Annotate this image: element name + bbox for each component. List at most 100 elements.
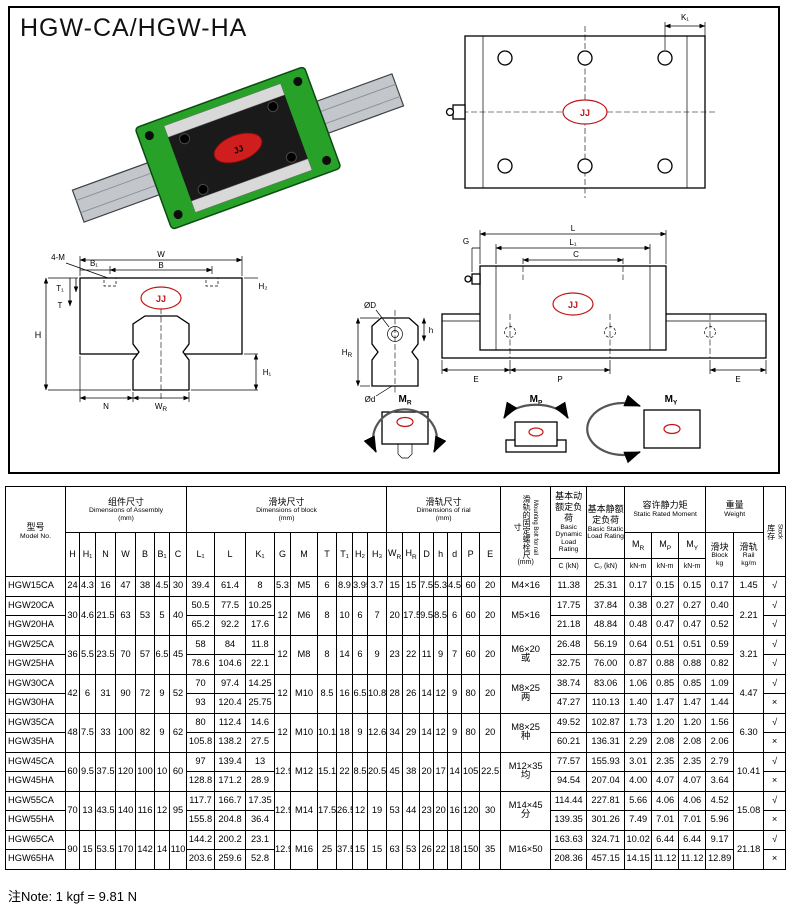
moment-mp-cell: 4.07: [651, 771, 680, 792]
assembly-dim-cell: 6.5: [154, 634, 170, 675]
block-weight-cell: 0.59: [705, 634, 735, 655]
model-cell: HGW25HA: [5, 654, 66, 675]
dim-label-t1: T₁: [56, 284, 64, 293]
rail-dim-cell: 53: [386, 790, 404, 831]
dim-label-l1: L₁: [569, 238, 576, 247]
block-l1-cell: 39.4: [186, 576, 216, 597]
block-k1-cell: 25.75: [245, 693, 276, 714]
bolt-cell: M16×50: [500, 829, 552, 870]
dim-label-h1: H₁: [263, 368, 272, 377]
block-l-cell: 92.2: [214, 615, 247, 636]
block-dim-cell: 20.5: [367, 751, 388, 792]
moment-my-cell: 0.47: [678, 615, 707, 636]
col-h: H: [65, 532, 80, 577]
model-cell: HGW45CA: [5, 751, 66, 772]
block-dim-cell: 16: [336, 673, 354, 714]
dim-label-c: C: [573, 250, 579, 259]
block-l-cell: 97.4: [214, 673, 247, 694]
assembly-dim-cell: 12: [154, 790, 170, 831]
model-cell: HGW20CA: [5, 595, 66, 616]
moment-mr-cell: 4.00: [624, 771, 653, 792]
col-l: L: [214, 532, 247, 577]
assembly-dim-cell: 4.5: [154, 576, 170, 597]
assembly-dim-cell: 42: [65, 673, 80, 714]
static-load-cell: 207.04: [586, 771, 626, 792]
block-dim-cell: 12: [274, 712, 292, 753]
block-dim-cell: 12.9: [274, 829, 292, 870]
spec-table: 型号 Model No. 组件尺寸 Dimensions of Assembly…: [5, 486, 787, 870]
block-weight-cell: 1.56: [705, 712, 735, 733]
assembly-dim-cell: 24: [65, 576, 80, 597]
dynamic-load-cell: 163.63: [550, 829, 588, 850]
dim-label-w: W: [157, 250, 165, 259]
col-m: M: [290, 532, 319, 577]
assembly-dim-cell: 21.5: [95, 595, 116, 636]
block-l-cell: 112.4: [214, 712, 247, 733]
block-weight-cell: 0.52: [705, 615, 735, 636]
rail-dim-cell: 29: [402, 712, 421, 753]
dim-label-b1: B₁: [90, 259, 98, 268]
rail-dim-cell: 26: [402, 673, 421, 714]
block-dim-cell: 15: [367, 829, 388, 870]
col-group-rail: 滑轨尺寸 Dimensions of rial (mm): [386, 486, 502, 533]
stock-cell: √: [763, 751, 787, 772]
assembly-dim-cell: 53.5: [95, 829, 116, 870]
rail-dim-cell: 5.3: [433, 576, 449, 597]
block-dim-cell: 10.8: [367, 673, 388, 714]
static-load-cell: 155.93: [586, 751, 626, 772]
assembly-dim-cell: 31: [95, 673, 116, 714]
block-l1-cell: 144.2: [186, 829, 216, 850]
col-e: E: [479, 532, 502, 577]
stock-cell: ×: [763, 849, 787, 870]
rail-dim-cell: 20: [419, 751, 435, 792]
moment-mp-cell: 0.47: [651, 615, 680, 636]
rail-dim-cell: 17: [433, 751, 449, 792]
moment-mp-cell: 4.06: [651, 790, 680, 811]
assembly-dim-cell: 45: [168, 634, 188, 675]
rail-dim-cell: 44: [402, 790, 421, 831]
brand-logo-badge: [552, 292, 594, 316]
stock-cell: √: [763, 634, 787, 655]
moment-mp-cell: 2.08: [651, 732, 680, 753]
moment-my-cell: 11.12: [678, 849, 707, 870]
block-weight-cell: 3.64: [705, 771, 735, 792]
static-load-cell: 56.19: [586, 634, 626, 655]
bolt-cell: M4×16: [500, 576, 552, 597]
block-dim-cell: 5.3: [274, 576, 292, 597]
rail-dim-cell: 23: [419, 790, 435, 831]
moment-my-cell: 4.07: [678, 771, 707, 792]
moment-mp-cell: 2.35: [651, 751, 680, 772]
stock-cell: √: [763, 654, 787, 675]
static-load-cell: 227.81: [586, 790, 626, 811]
block-dim-cell: 8.9: [336, 576, 354, 597]
col-wr: WR: [386, 532, 404, 577]
moment-mr-cell: 2.29: [624, 732, 653, 753]
dim-label-wr: WR: [155, 402, 168, 413]
rail-dim-cell: 12: [433, 712, 449, 753]
rail-weight-cell: 6.30: [733, 712, 765, 753]
block-dim-cell: 6: [352, 595, 369, 636]
moment-my-cell: 4.06: [678, 790, 707, 811]
block-dim-cell: 37.5: [336, 829, 354, 870]
rail-weight-cell: 3.21: [733, 634, 765, 675]
assembly-dim-cell: 70: [115, 634, 136, 675]
assembly-dim-cell: 72: [135, 673, 155, 714]
rail-dim-cell: 17.5: [402, 595, 421, 636]
rail-dim-cell: 80: [461, 673, 481, 714]
rail-dim-cell: 23: [386, 634, 404, 675]
block-l1-cell: 65.2: [186, 615, 216, 636]
col-hr: HR: [402, 532, 421, 577]
rail-weight-cell: 21.18: [733, 829, 765, 870]
dim-label-p: P: [557, 375, 562, 384]
col-p: P: [461, 532, 481, 577]
rail-dim-cell: 20: [479, 576, 502, 597]
assembly-dim-cell: 4.6: [79, 595, 96, 636]
assembly-dim-cell: 13: [79, 790, 96, 831]
model-cell: HGW65CA: [5, 829, 66, 850]
assembly-dim-cell: 30: [65, 595, 80, 636]
block-dim-cell: 6: [352, 634, 369, 675]
